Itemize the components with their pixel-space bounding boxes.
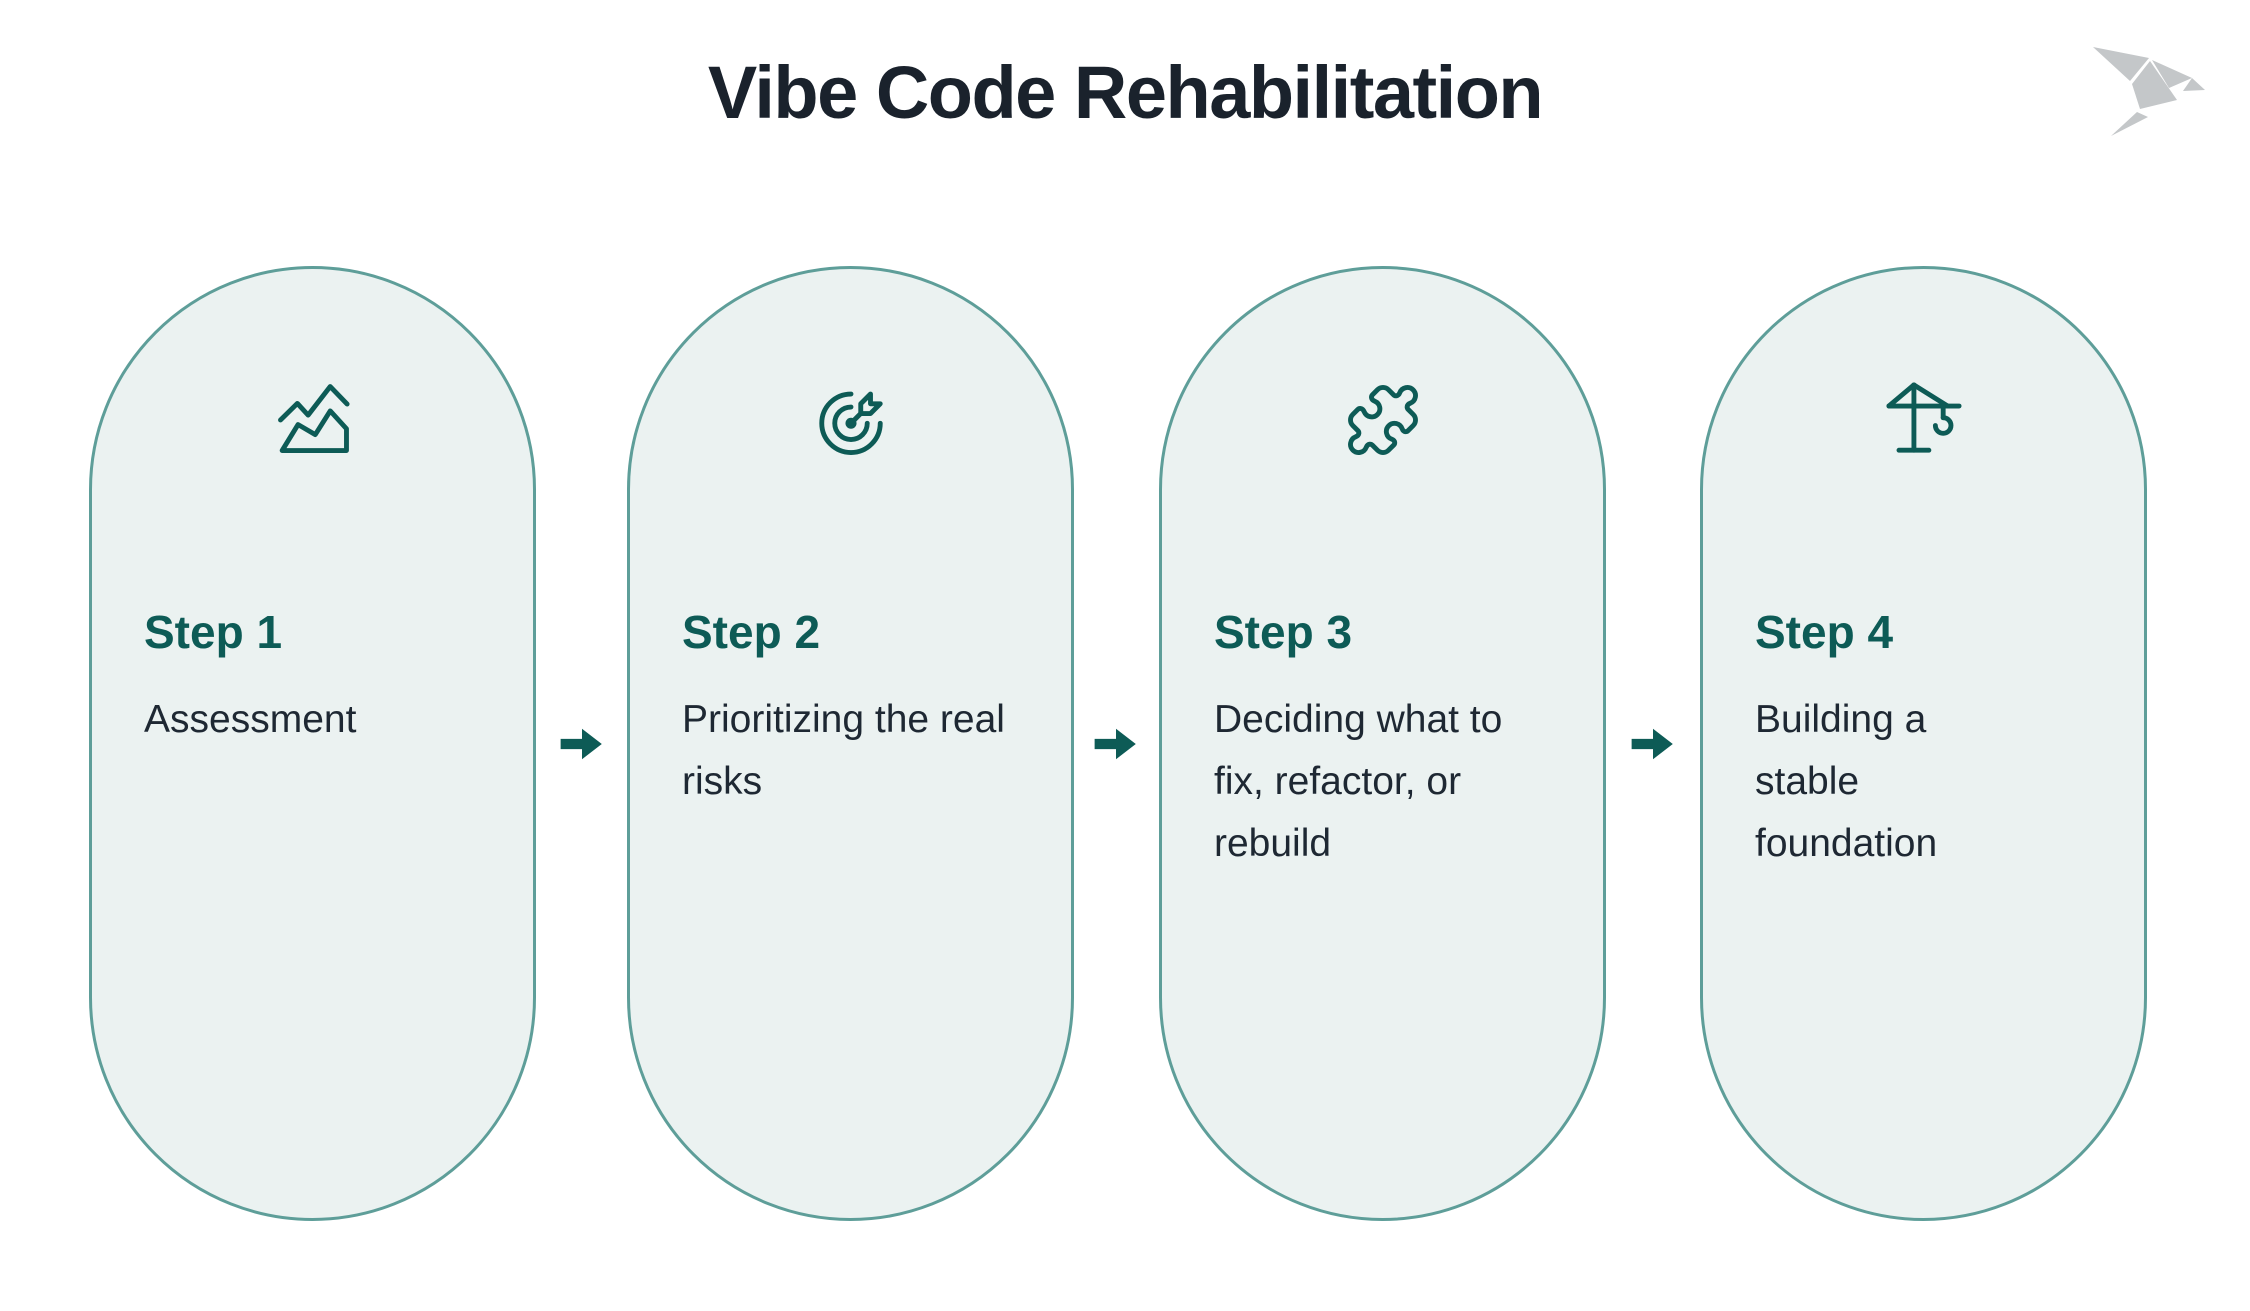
step-label: Step 4: [1755, 606, 1894, 658]
step-description: Assessment: [144, 698, 357, 741]
step-label: Step 2: [682, 606, 821, 658]
page-title: Vibe Code Rehabilitation: [707, 51, 1544, 134]
origami-bird-logo: [2080, 35, 2210, 140]
step-description: Deciding what to fix, refactor, or rebui…: [1214, 698, 1503, 865]
origami-bird-shapes: [2093, 47, 2205, 136]
crane-icon: [1885, 381, 1963, 459]
step-card-3: Step 3 Deciding what to fix, refactor, o…: [1159, 266, 1606, 1221]
step-description: Building a stable foundation: [1755, 698, 1938, 865]
step-card-1: Step 1 Assessment: [89, 266, 536, 1221]
step-label: Step 1: [144, 606, 283, 658]
puzzle-icon: [1344, 381, 1422, 459]
right-arrow-icon: [555, 717, 609, 771]
step-card-4: Step 4 Building a stable foundation: [1700, 266, 2147, 1221]
area-chart-icon: [274, 381, 352, 459]
step-card-2: Step 2 Prioritizing the real risks: [627, 266, 1074, 1221]
step-description: Prioritizing the real risks: [682, 698, 1005, 803]
right-arrow-icon: [1089, 717, 1143, 771]
target-arrow-icon: [812, 381, 890, 459]
right-arrow-icon: [1626, 717, 1680, 771]
step-label: Step 3: [1214, 606, 1353, 658]
